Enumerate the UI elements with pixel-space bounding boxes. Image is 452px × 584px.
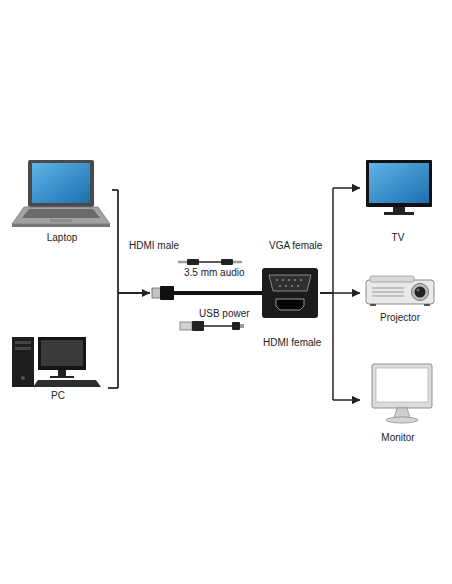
laptop-illustration	[12, 160, 110, 227]
device-node: PC	[8, 332, 108, 402]
connector-arrow	[112, 190, 360, 400]
device-node: Projector	[360, 270, 440, 324]
device-label: Projector	[379, 312, 421, 324]
connector-arrow	[108, 188, 360, 388]
usb-cable	[180, 321, 244, 331]
pc-illustration	[12, 337, 101, 387]
device-node: Laptop	[12, 158, 112, 244]
connector-arrow	[108, 293, 360, 400]
device-label: PC	[50, 390, 66, 402]
tv-illustration	[366, 160, 432, 215]
port-label: HDMI female	[262, 337, 322, 349]
connector-arrow	[112, 188, 360, 293]
port-label: USB power	[198, 308, 251, 320]
projector-illustration	[366, 276, 434, 306]
adapter-box	[262, 268, 318, 318]
audio-cable	[178, 259, 242, 265]
device-node: TV	[360, 156, 436, 244]
port-label: 3.5 mm audio	[183, 267, 246, 279]
connector-arrow	[112, 190, 360, 293]
device-label: Laptop	[46, 232, 79, 244]
monitor-illustration	[372, 364, 432, 423]
hdmi-cable	[152, 286, 262, 300]
port-label: VGA female	[268, 240, 323, 252]
device-label: TV	[391, 232, 406, 244]
port-label: HDMI male	[128, 240, 180, 252]
device-node: Monitor	[360, 360, 436, 444]
device-label: Monitor	[380, 432, 415, 444]
connector-arrow	[108, 293, 360, 388]
